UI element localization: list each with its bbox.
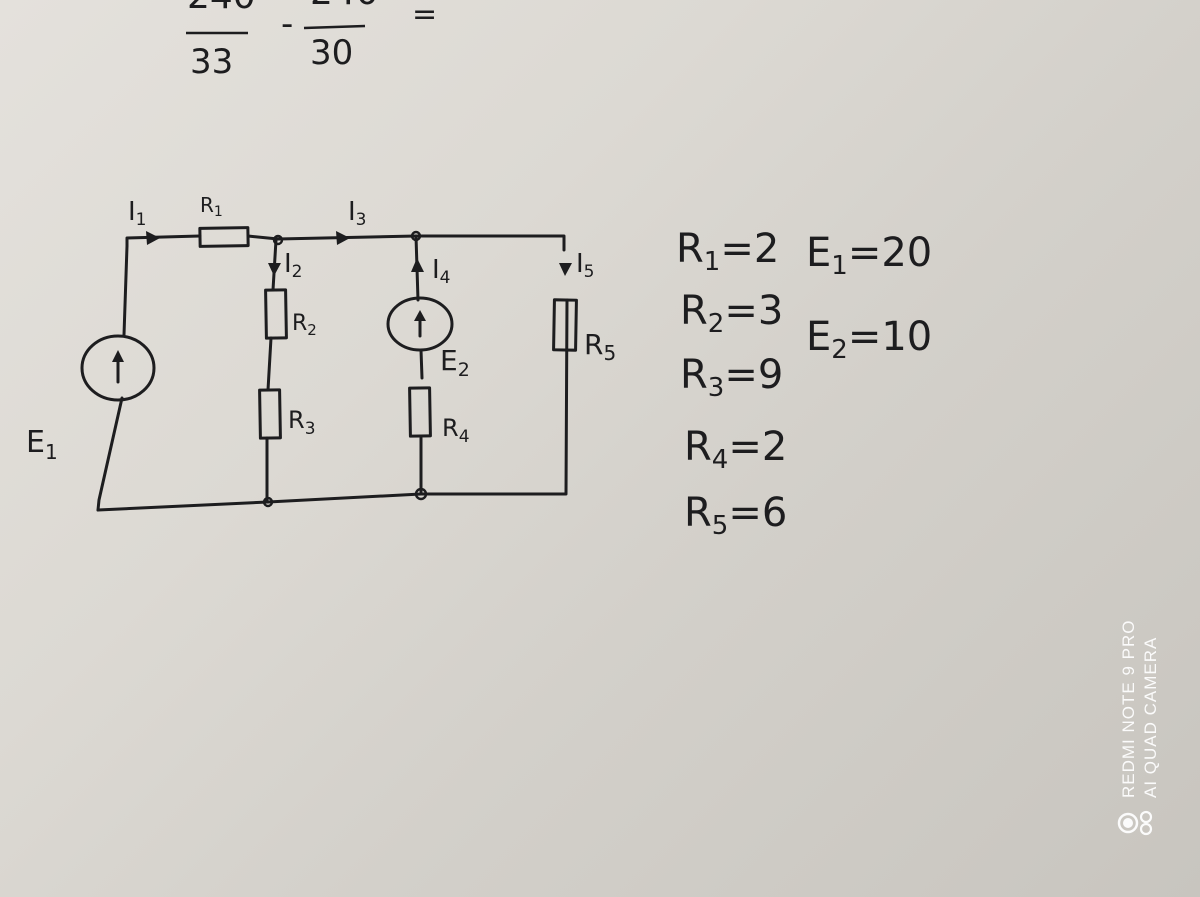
label-i4: I4 [432,255,451,288]
label-e2: E2 [440,344,470,381]
node-top-middle [410,230,422,242]
source-e2 [386,296,454,352]
fraction-minus: - [281,4,293,44]
resistor-r5 [552,298,578,352]
resistor-r1 [198,226,250,248]
label-i5: I5 [576,249,595,282]
value-r2: R2=3 [680,288,783,339]
source-e1 [80,334,156,402]
camera-logo-icon [1117,810,1153,836]
node-bottom-left [262,496,274,508]
label-e1: E1 [26,425,58,464]
value-e1: E1=20 [806,230,932,281]
top-fraction: 240 33 - 240 30 = [186,0,437,82]
label-r1: R1 [200,193,223,220]
branch-r2-r3-wire [265,238,278,504]
arrow-i2 [268,263,281,276]
fraction-equals: = [412,0,437,32]
value-r5: R5=6 [684,490,787,541]
label-i1: I1 [128,197,147,230]
arrow-i4 [411,258,424,272]
watermark-text: REDMI NOTE 9 PRO AI QUAD CAMERA [1118,620,1162,798]
arrow-i1 [146,231,160,245]
value-r4: R4=2 [684,424,787,475]
arrow-i5 [559,263,572,276]
node-top-left [272,234,284,246]
circuit-diagram: I1 I2 I3 I4 I5 R1 R2 R3 R4 R5 E1 E2 [26,193,616,512]
resistor-r2 [264,288,288,340]
bottom-wire [96,298,569,512]
node-bottom-middle [414,487,428,501]
left-wire [96,244,129,512]
component-values: R1=2 R2=3 R3=9 R4=2 R5=6 E1=20 E2=10 [676,226,932,541]
value-r3: R3=9 [680,352,783,403]
resistor-r4 [408,386,432,438]
fraction-left-numerator: 240 [187,0,256,17]
camera-watermark: REDMI NOTE 9 PRO AI QUAD CAMERA [1110,610,1170,860]
value-r1: R1=2 [676,226,779,277]
fraction-right-bar [303,24,366,30]
resistor-r3 [258,388,282,440]
label-r5: R5 [584,328,616,365]
fraction-left-denominator: 33 [190,42,233,82]
branch-e2-r4-wire [414,234,424,494]
arrow-i3 [336,231,350,245]
label-r4: R4 [442,414,470,447]
label-r3: R3 [288,406,316,439]
value-e2: E2=10 [806,314,932,365]
source-e1-arrow-head [112,350,124,362]
fraction-right-numerator: 240 [310,0,379,13]
source-e2-arrow-head [414,310,426,321]
watermark-line-1: REDMI NOTE 9 PRO [1119,619,1138,798]
label-r2: R2 [292,311,317,339]
watermark-line-2: AI QUAD CAMERA [1141,636,1160,798]
label-i3: I3 [348,197,367,230]
label-i2: I2 [284,249,303,282]
fraction-right-denominator: 30 [310,33,353,73]
